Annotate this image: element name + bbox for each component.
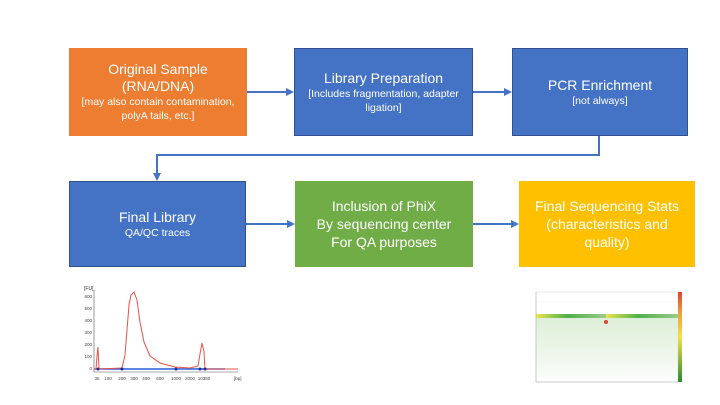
- bioanalyzer-marker-dot: [96, 367, 100, 371]
- final-stats-line3: quality): [584, 234, 630, 250]
- bioanalyzer-y-tick: 200: [84, 342, 92, 347]
- bioanalyzer-y-tick: 300: [84, 330, 92, 335]
- phix-line1: Inclusion of PhiX: [331, 198, 437, 214]
- bioanalyzer-x-tick: 1000: [171, 376, 182, 381]
- original-sample-title: Original Sample: [108, 61, 208, 77]
- arrow-pcr-to-final-library: [153, 136, 600, 181]
- bioanalyzer-y-unit: [FU]: [84, 286, 94, 292]
- quality-dip-marker: [604, 320, 608, 324]
- final-library-title: Final Library: [118, 208, 197, 225]
- phix-inclusion-box: Inclusion of PhiX By sequencing center F…: [295, 181, 473, 267]
- bioanalyzer-x-tick: 400: [142, 376, 150, 381]
- bioanalyzer-y-tick: 100: [84, 354, 92, 359]
- quality-read1-high-band: [536, 314, 606, 318]
- final-stats-line1: Final Sequencing Stats: [535, 198, 679, 214]
- original-sample-note-line1: [may also contain contamination,: [81, 96, 235, 108]
- bioanalyzer-x-tick: 2000: [185, 376, 196, 381]
- bioanalyzer-y-tick: 0: [89, 366, 92, 371]
- bioanalyzer-x-tick: 300: [130, 376, 138, 381]
- final-sequencing-stats-box: Final Sequencing Stats (characteristics …: [519, 181, 695, 267]
- library-preparation-title: Library Preparation: [323, 69, 444, 86]
- original-sample-note-line2: polyA tails, etc.]: [121, 110, 195, 122]
- quality-low-density-region: [536, 318, 678, 378]
- pcr-enrichment-box: PCR Enrichment [not always]: [512, 48, 688, 136]
- bioanalyzer-marker-dot: [203, 367, 207, 371]
- library-preparation-box: Library Preparation [Includes fragmentat…: [294, 48, 473, 136]
- quality-read2-high-band: [606, 314, 678, 318]
- original-sample-subtitle: (RNA/DNA): [121, 78, 195, 94]
- final-library-note: QA/QC traces: [124, 226, 191, 239]
- final-stats-line2: (characteristics and: [546, 216, 668, 232]
- pcr-enrichment-note: [not always]: [572, 94, 628, 107]
- quality-color-scale: [678, 292, 682, 382]
- bioanalyzer-marker-dot: [120, 367, 124, 371]
- library-preparation-note-line1: [Includes fragmentation, adapter: [308, 87, 459, 100]
- bioanalyzer-x-tick: 10380: [198, 376, 211, 381]
- bioanalyzer-y-tick: 400: [84, 318, 92, 323]
- final-library-box: Final Library QA/QC traces: [69, 181, 246, 267]
- bioanalyzer-marker-dot: [198, 367, 202, 371]
- bioanalyzer-x-tick: 200: [118, 376, 126, 381]
- pcr-enrichment-title: PCR Enrichment: [547, 76, 653, 93]
- bioanalyzer-x-tick: 100: [104, 376, 112, 381]
- bioanalyzer-trace-line: [94, 291, 238, 370]
- library-preparation-note-line2: ligation]: [365, 101, 402, 114]
- bioanalyzer-x-tick: 35: [94, 376, 100, 381]
- bioanalyzer-y-tick: 500: [84, 306, 92, 311]
- bioanalyzer-y-tick: 600: [84, 294, 92, 299]
- bioanalyzer-marker-dot: [174, 367, 178, 371]
- phix-line3: For QA purposes: [331, 234, 437, 250]
- original-sample-box: Original Sample (RNA/DNA) [may also cont…: [69, 48, 247, 136]
- bioanalyzer-x-tick: 600: [156, 376, 164, 381]
- phix-line2: By sequencing center: [316, 216, 452, 232]
- bioanalyzer-x-unit: [bp]: [234, 376, 242, 381]
